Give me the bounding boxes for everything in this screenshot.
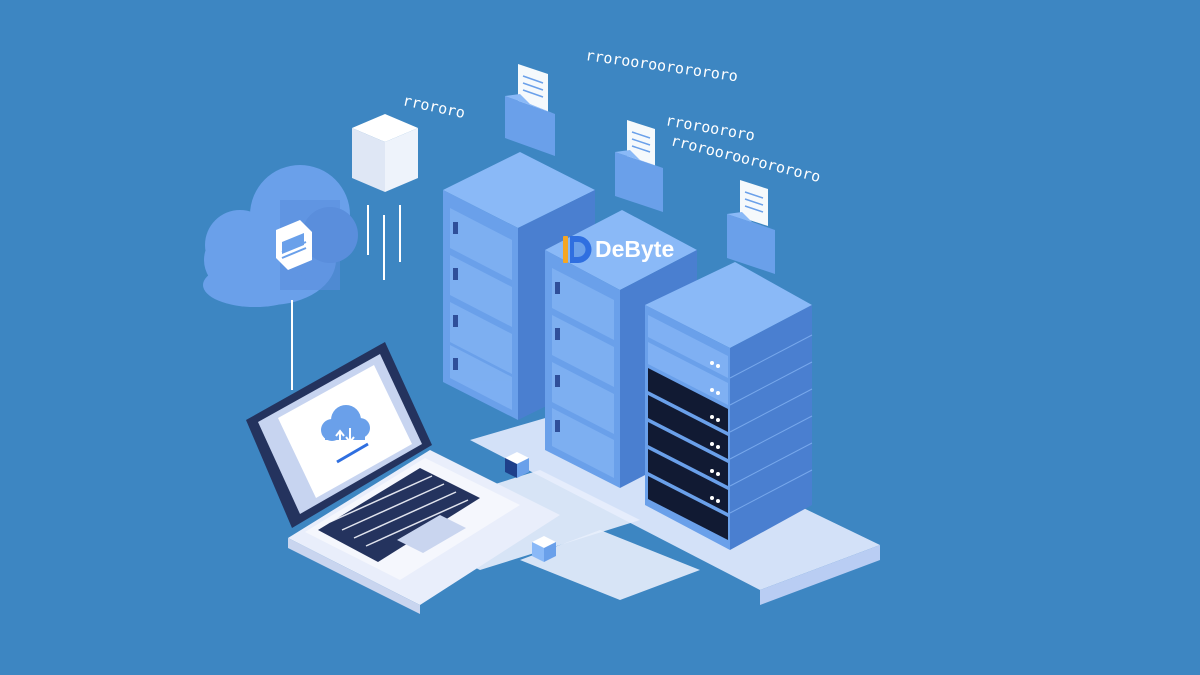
binary-stream-2: rrorooroororororo — [584, 46, 739, 85]
debyte-logo-icon — [563, 236, 592, 263]
small-cube-icon — [505, 452, 529, 478]
debyte-logo: DeByte — [563, 236, 674, 263]
laptop-icon — [246, 342, 560, 614]
binary-stream-1: rrororo — [401, 91, 467, 122]
cube-motion-lines — [367, 205, 401, 280]
data-cube-icon — [352, 114, 418, 192]
document-folder-icon — [505, 64, 555, 156]
brand-name: DeByte — [595, 236, 674, 262]
document-folder-icon — [615, 120, 663, 212]
cloud-sync-icon — [321, 405, 370, 464]
small-cube-icon — [532, 536, 556, 562]
document-folder-icon — [727, 180, 775, 274]
server-rack-icon — [645, 262, 813, 550]
floppy-disk-icon — [276, 220, 312, 270]
